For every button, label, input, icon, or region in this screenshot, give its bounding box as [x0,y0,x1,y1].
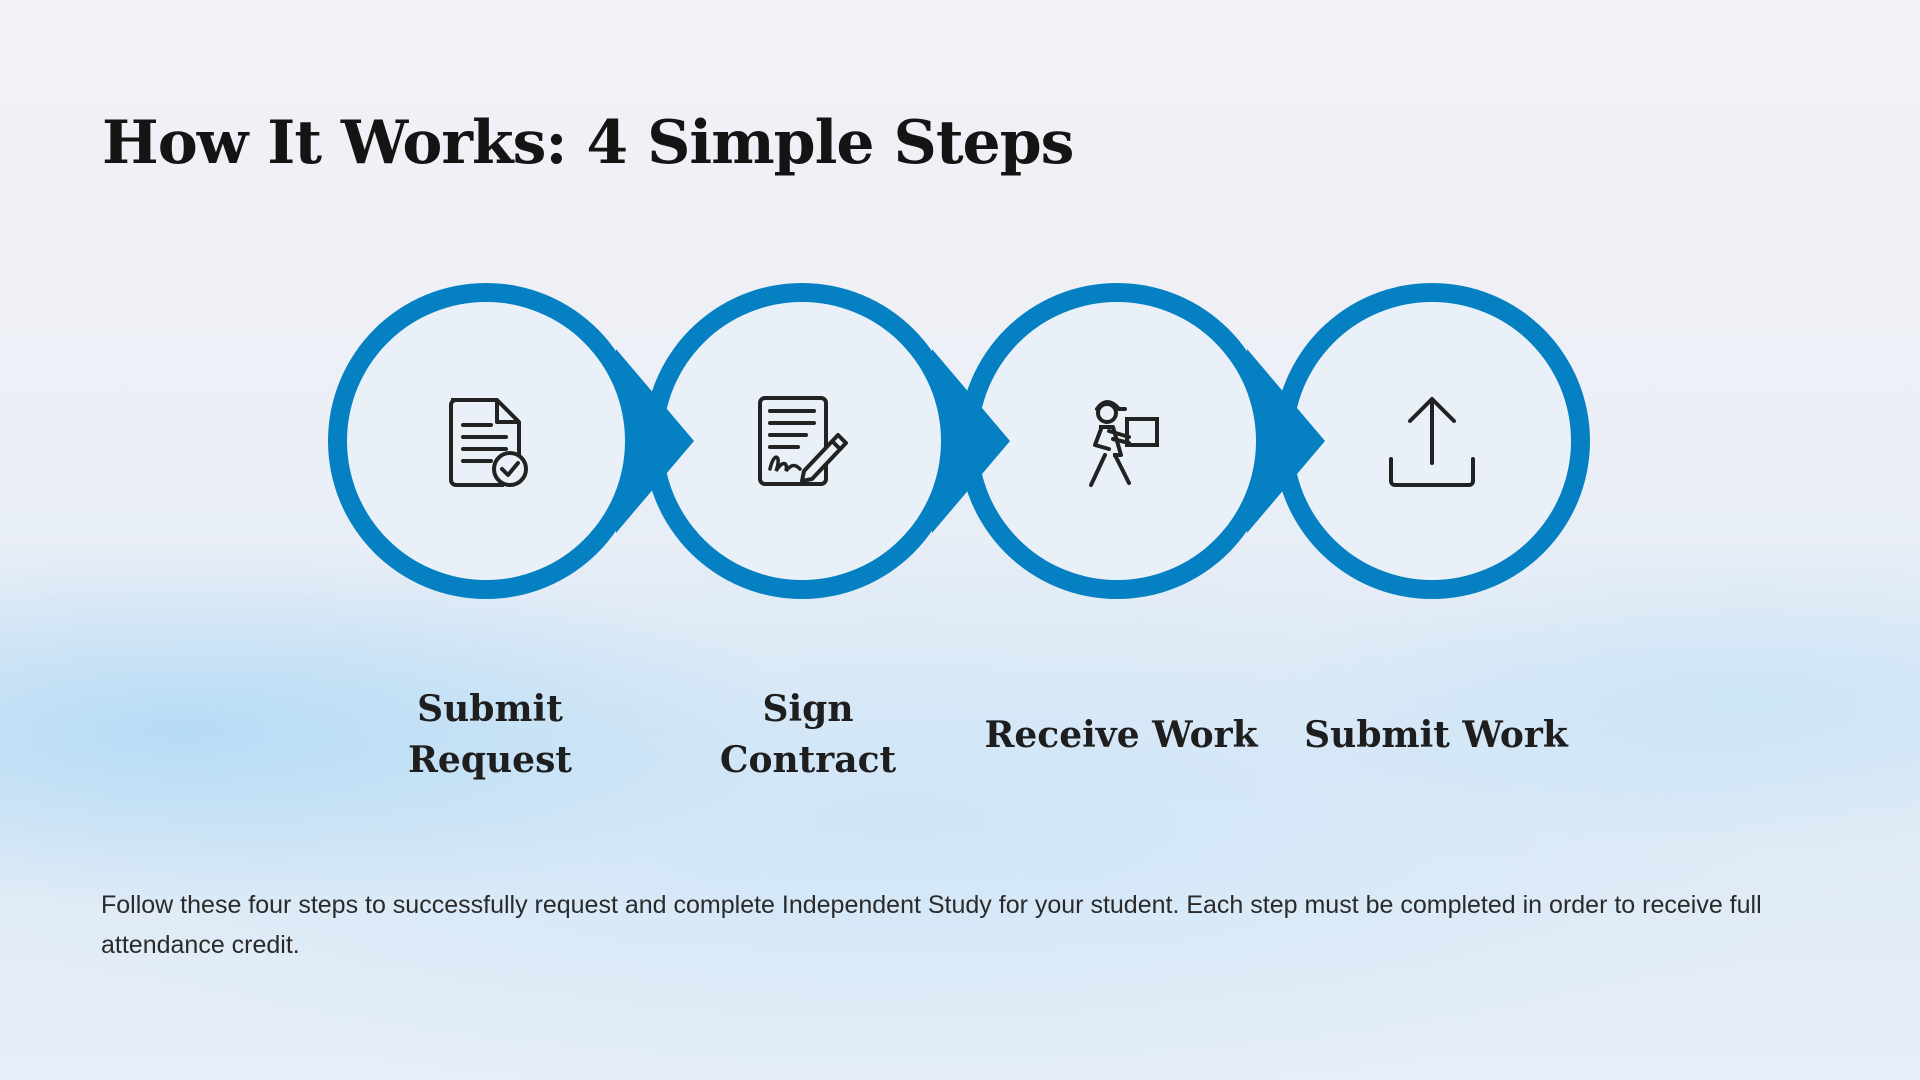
step-ring-2 [644,283,1010,599]
document-check-icon [449,398,528,487]
step-icons [449,396,1475,487]
step-ring-inner [663,302,941,580]
step-ring-3 [959,283,1325,599]
step-label-4: Submit Work [1304,713,1568,756]
description-text: Follow these four steps to successfully … [101,891,1762,959]
step-rings [328,283,1590,599]
step-ring-1 [328,283,694,599]
contract-signature-icon [758,396,848,486]
page-title: How It Works: 4 Simple Steps [102,108,1074,178]
delivery-person-icon [1089,400,1159,487]
step-label-1: Submit Request [408,688,572,781]
step-label-2: Sign Contract [719,688,897,781]
step-label-3: Receive Work [984,713,1258,756]
step-ring-inner [347,302,625,580]
upload-icon [1389,397,1475,487]
